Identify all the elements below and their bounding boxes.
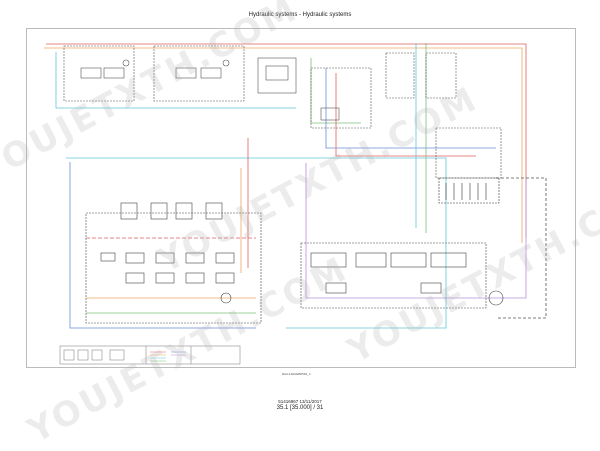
page-title: Hydraulic systems - Hydraulic systems xyxy=(248,12,352,18)
right-valve-bank xyxy=(300,242,504,309)
document-code: 51416967 13/11/2017 xyxy=(278,399,322,404)
legend-box xyxy=(59,345,241,365)
hydraulic-schematic xyxy=(44,43,547,365)
drawing-number: RAIL14HGEB0563_4 xyxy=(282,372,311,376)
left-valve-bank xyxy=(85,202,262,324)
sensor-array xyxy=(438,177,500,204)
diagram-frame xyxy=(26,28,576,368)
circuit-lines xyxy=(44,43,547,329)
top-valve-group xyxy=(63,45,502,179)
page-number: 35.1 [35.000] / 31 xyxy=(276,405,324,411)
